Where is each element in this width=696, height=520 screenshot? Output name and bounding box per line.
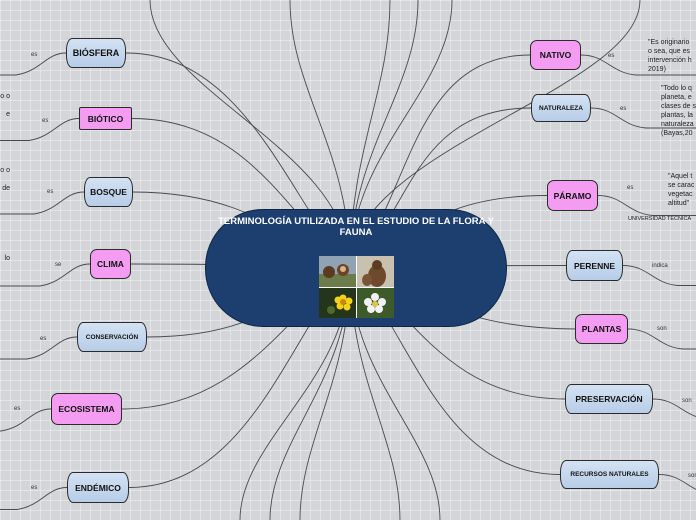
link-label: es [608, 53, 614, 59]
link-label: son [688, 473, 696, 479]
node-naturaleza[interactable]: NATURALEZA [531, 94, 591, 122]
node-clima[interactable]: CLIMA [90, 249, 131, 279]
node-biotico[interactable]: BIÓTICO [79, 107, 132, 130]
collage-image [319, 256, 394, 318]
node-endemico[interactable]: ENDÉMICO [67, 472, 129, 503]
photo-otter [357, 256, 394, 287]
connector-line [628, 329, 696, 349]
photo-yellow-flower [319, 288, 356, 319]
link-label: es [40, 336, 46, 342]
node-bosque[interactable]: BOSQUE [84, 177, 133, 207]
link-label: son [657, 326, 667, 332]
university-text: UNIVERSIDAD TÉCNICA [628, 215, 691, 224]
link-label: es [14, 406, 20, 412]
node-ecosistema[interactable]: ECOSISTEMA [51, 393, 122, 425]
link-label: es [31, 52, 37, 58]
node-description: "Es originario o sea, que es intervenció… [648, 38, 692, 74]
photo-white-flower [357, 288, 394, 319]
node-recursos-naturales[interactable]: RECURSOS NATURALES [560, 460, 659, 489]
central-topic[interactable]: TERMINOLOGÍA UTILIZADA EN EL ESTUDIO DE … [205, 209, 507, 327]
node-plantas[interactable]: PLANTAS [575, 314, 628, 344]
node-description: "Todo lo q planeta, e clases de s planta… [661, 84, 696, 138]
connector-line [0, 192, 84, 214]
node-conservacion[interactable]: CONSERVACIÓN [77, 322, 147, 352]
node-nativo[interactable]: NATIVO [530, 40, 581, 70]
node-biosfera[interactable]: BIÓSFERA [66, 38, 126, 68]
link-label: son [682, 398, 692, 404]
node-description: "Aquel t se carac vegetac altitud" [668, 172, 694, 208]
link-label: es [620, 106, 626, 112]
connector-line [0, 409, 51, 431]
node-description: lo [0, 254, 10, 263]
link-label: indica [652, 263, 668, 269]
node-perenne[interactable]: PERENNE [566, 250, 623, 281]
connector-line [0, 337, 77, 359]
node-description: o o de [0, 166, 10, 193]
link-label: es [42, 118, 48, 124]
node-description: o o e [0, 92, 10, 119]
link-label: es [47, 189, 53, 195]
link-label: es [627, 185, 633, 191]
node-preservacion[interactable]: PRESERVACIÓN [565, 384, 653, 414]
photo-primates [319, 256, 356, 287]
link-label: es [31, 485, 37, 491]
node-paramo[interactable]: PÁRAMO [547, 180, 598, 211]
link-label: se [55, 262, 61, 268]
connector-line [0, 119, 79, 141]
central-title: TERMINOLOGÍA UTILIZADA EN EL ESTUDIO DE … [206, 217, 506, 238]
connector-line [0, 264, 90, 286]
